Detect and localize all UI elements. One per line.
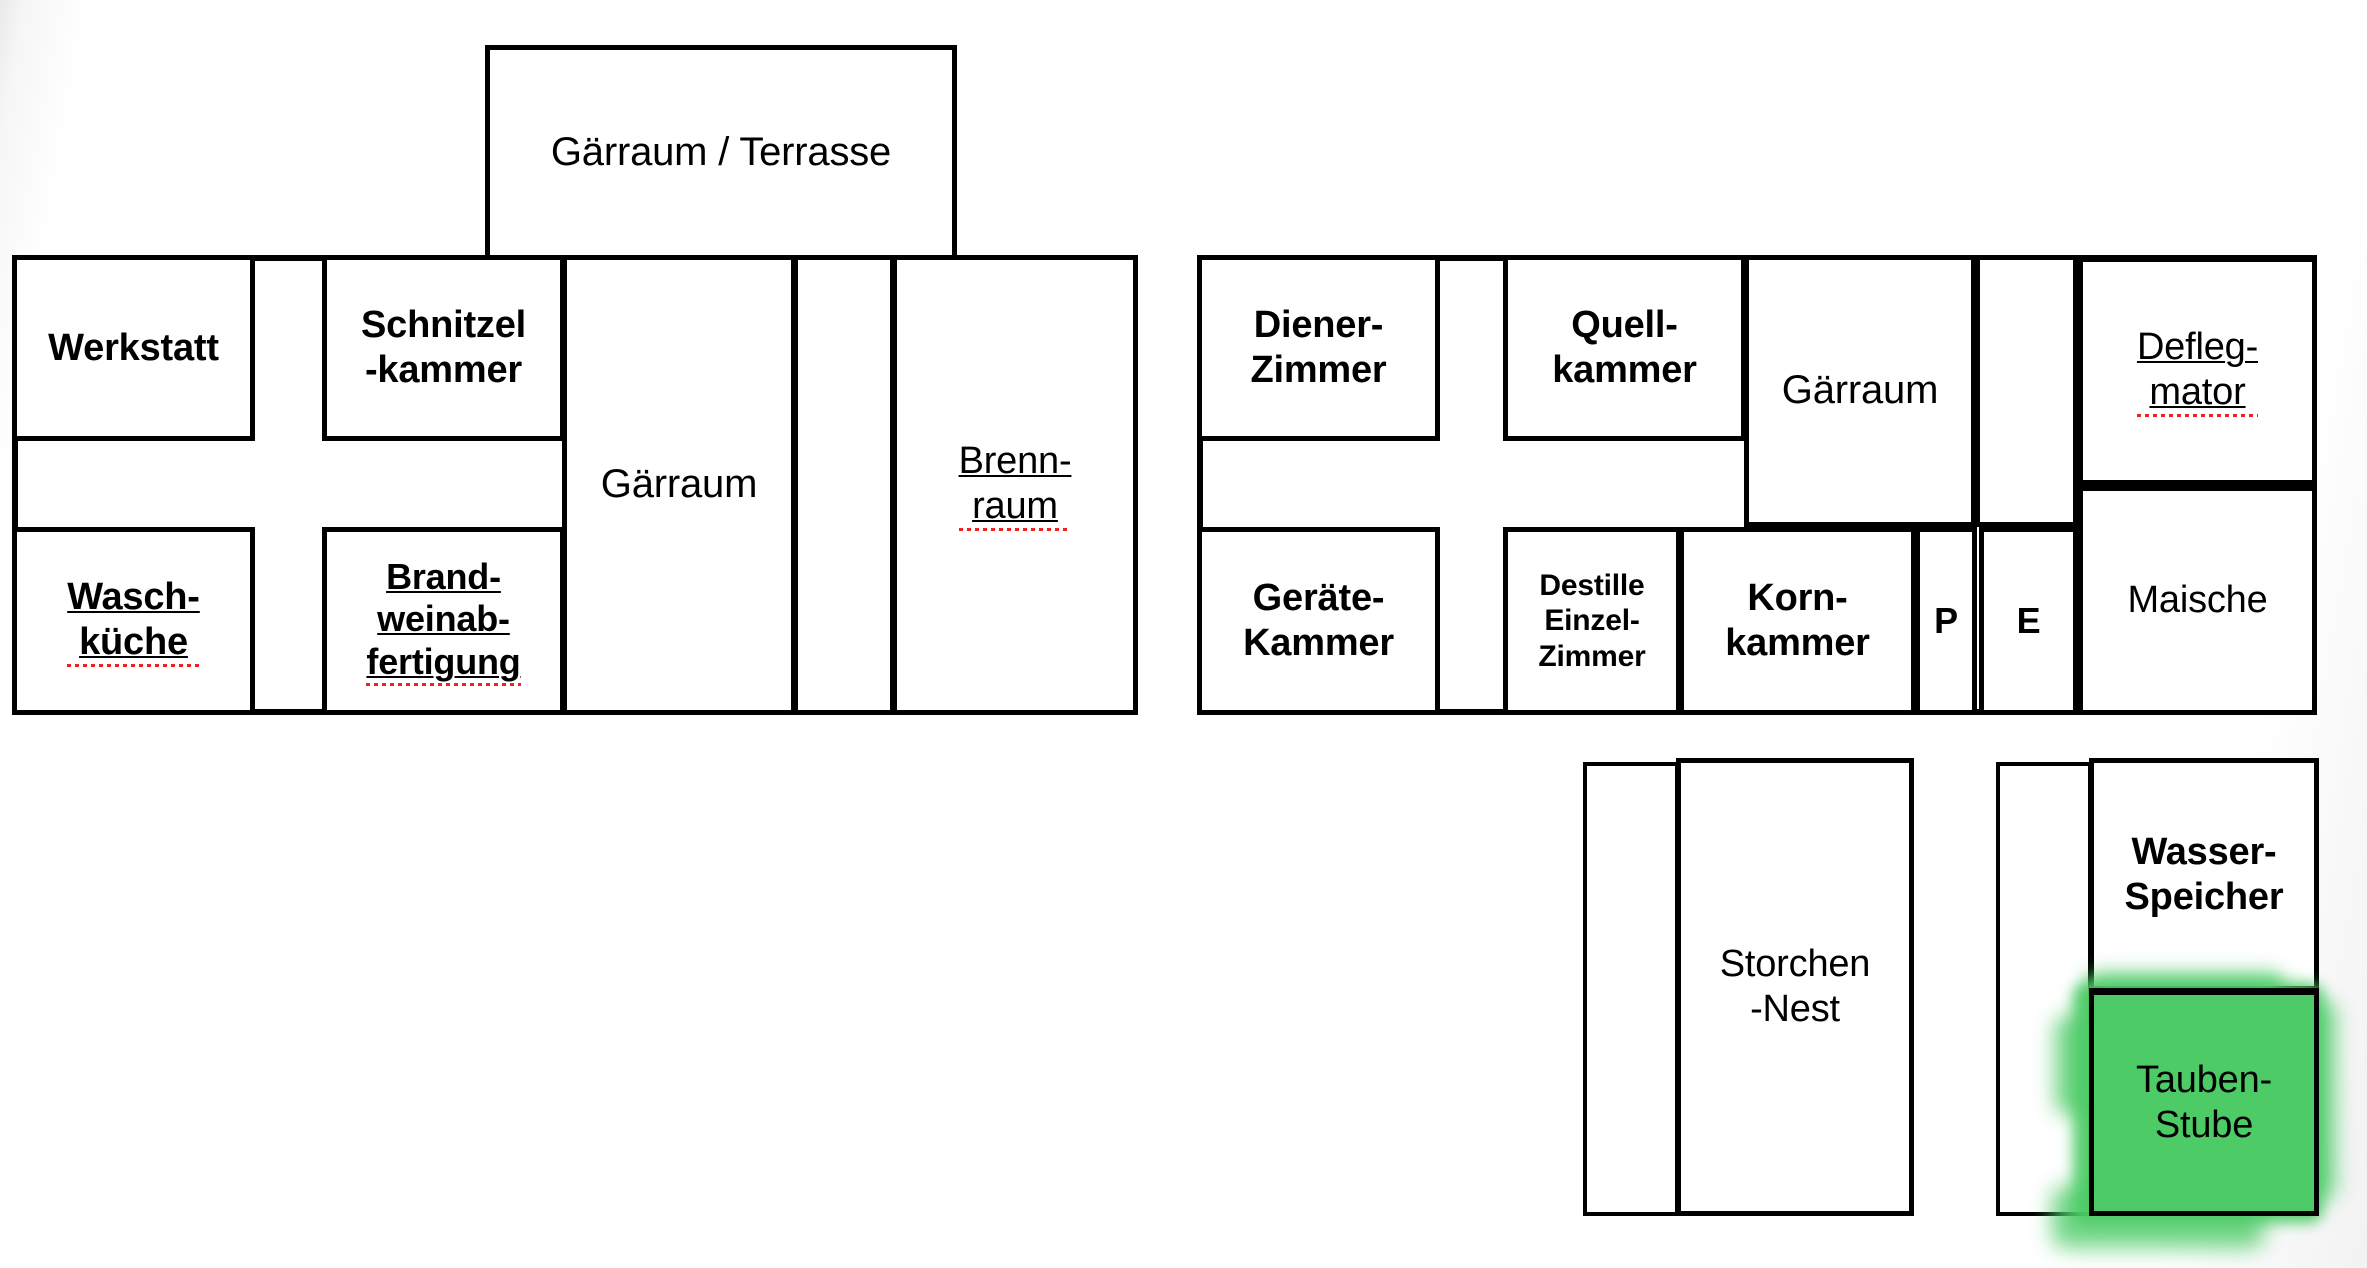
room-label-brandweinabfertigung: Brand- weinab- fertigung xyxy=(366,555,521,687)
room-label-e: E xyxy=(2016,599,2041,641)
room-quellkammer[interactable]: Quell- kammer xyxy=(1503,255,1746,441)
room-storchennest-annex[interactable] xyxy=(1583,762,1679,1216)
room-corridor-right[interactable] xyxy=(1975,255,2078,527)
room-label-taubenstube: Tauben- Stube xyxy=(2136,1059,2272,1146)
room-label-gaerraum-terrasse: Gärraum / Terrasse xyxy=(550,129,892,174)
room-label-quellkammer: Quell- kammer xyxy=(1552,304,1697,391)
room-p[interactable]: P xyxy=(1915,527,1977,715)
room-destille-einzel-zimmer[interactable]: Destille Einzel- Zimmer xyxy=(1503,527,1681,715)
room-geraete-kammer[interactable]: Geräte- Kammer xyxy=(1197,527,1440,715)
room-schnitzelkammer[interactable]: Schnitzel -kammer xyxy=(322,255,565,441)
room-label-p: P xyxy=(1934,599,1958,641)
room-corridor-left[interactable] xyxy=(793,255,895,715)
room-label-kornkammer: Korn- kammer xyxy=(1725,577,1870,664)
room-e[interactable]: E xyxy=(1979,527,2078,715)
room-label-brennraum: Brenn- raum xyxy=(958,438,1072,532)
room-brandweinabfertigung[interactable]: Brand- weinab- fertigung xyxy=(322,527,565,715)
room-label-destille-einzel-zimmer: Destille Einzel- Zimmer xyxy=(1538,568,1646,673)
room-maische[interactable]: Maische xyxy=(2078,484,2317,715)
room-label-gaerraum-right: Gärraum xyxy=(1781,368,1939,413)
room-label-schnitzelkammer: Schnitzel -kammer xyxy=(360,304,526,391)
room-taubenstube[interactable]: Tauben- Stube xyxy=(2089,988,2319,1216)
room-kornkammer[interactable]: Korn- kammer xyxy=(1679,527,1916,715)
room-label-diener-zimmer: Diener- Zimmer xyxy=(1250,304,1387,391)
room-diener-zimmer[interactable]: Diener- Zimmer xyxy=(1197,255,1440,441)
room-gaerraum-left[interactable]: Gärraum xyxy=(562,255,796,715)
room-label-wasserspeicher: Wasser- Speicher xyxy=(2124,830,2284,918)
room-gaerraum-right[interactable]: Gärraum xyxy=(1744,255,1976,527)
room-gaerraum-terrasse[interactable]: Gärraum / Terrasse xyxy=(485,45,957,260)
room-label-deflegmator: Defleg- mator xyxy=(2136,324,2258,418)
room-deflegmator[interactable]: Defleg- mator xyxy=(2078,255,2317,485)
room-label-storchennest: Storchen -Nest xyxy=(1719,943,1871,1030)
room-label-gaerraum-left: Gärraum xyxy=(600,462,758,507)
room-label-geraete-kammer: Geräte- Kammer xyxy=(1243,577,1394,664)
room-label-waschkueche: Wasch- küche xyxy=(67,574,200,668)
room-wasserspeicher[interactable]: Wasser- Speicher xyxy=(2089,758,2319,991)
room-werkstatt[interactable]: Werkstatt xyxy=(12,255,255,441)
room-brennraum[interactable]: Brenn- raum xyxy=(892,255,1138,715)
room-label-werkstatt: Werkstatt xyxy=(48,326,219,369)
room-waschkueche[interactable]: Wasch- küche xyxy=(12,527,255,715)
room-label-maische: Maische xyxy=(2127,579,2268,622)
room-storchennest[interactable]: Storchen -Nest xyxy=(1676,758,1914,1216)
